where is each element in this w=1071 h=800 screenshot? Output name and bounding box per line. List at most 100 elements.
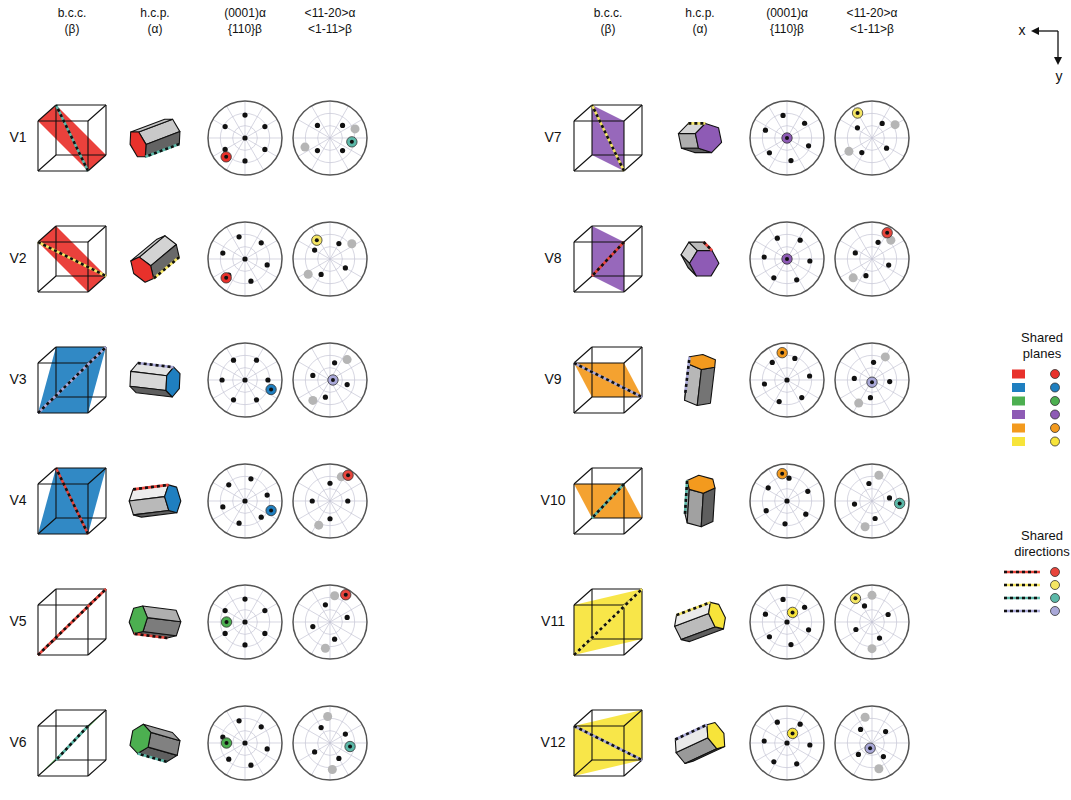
- pole-dot: [866, 481, 871, 486]
- stereo-grid-line: [298, 743, 330, 762]
- shared-pole-dot: [785, 136, 789, 140]
- stereo-grid-line: [298, 483, 330, 502]
- bcc-cube-edge: [55, 468, 56, 518]
- shared-pole-dot: [224, 276, 228, 280]
- bcc-cube-edge: [88, 105, 106, 121]
- stereo-grid-line: [293, 380, 330, 381]
- stereo-grid-line: [872, 138, 904, 157]
- bcc-cube-edge: [624, 468, 642, 484]
- variant-row: [38, 706, 367, 780]
- stereo-grid-line: [227, 106, 246, 138]
- plane-pole-swatch: [1051, 424, 1060, 433]
- shared-direction: [38, 347, 106, 413]
- variant-row: [574, 343, 909, 417]
- bcc-cube-edge: [37, 484, 38, 534]
- stereo-grid-line: [787, 622, 819, 641]
- bcc-cube-edge: [624, 155, 642, 171]
- pole-dot: [345, 382, 350, 387]
- stereo-grid-line: [213, 241, 245, 260]
- direction-pole-swatch: [1051, 581, 1060, 590]
- pole-dot: [807, 742, 812, 747]
- shared-pole-dot: [780, 351, 784, 355]
- hcp-prism: [675, 602, 726, 641]
- hcp-basal-face: [166, 367, 180, 397]
- stereo-grid-line: [872, 501, 891, 533]
- bcc-cube-edge: [624, 760, 642, 776]
- plane-swatch: [1012, 410, 1025, 419]
- bcc-cube-edge: [105, 347, 106, 397]
- stereo-grid-line: [208, 501, 245, 502]
- stereo-grid-line: [245, 585, 246, 622]
- hcp-basal-face: [165, 485, 181, 513]
- stereo-grid-line: [208, 380, 245, 381]
- bcc-plane: [574, 484, 642, 518]
- hcp-prism: [681, 242, 719, 276]
- variant-label: V4: [9, 492, 26, 509]
- pole-dot: [310, 373, 315, 378]
- pole-dot: [780, 597, 785, 602]
- variant-row: [38, 585, 367, 659]
- stereo-grid-line: [213, 501, 245, 520]
- stereo-grid-line: [245, 706, 246, 743]
- stereo-grid-line: [245, 380, 282, 381]
- direction-pole-swatch: [1051, 594, 1060, 603]
- variant-row: [574, 585, 909, 659]
- bcc-cube-edge: [38, 760, 56, 776]
- stereo-grid-line: [245, 501, 264, 533]
- stereo-grid-line: [330, 622, 367, 623]
- shared-direction: [1004, 571, 1040, 574]
- hcp-prism: [678, 123, 721, 152]
- stereo-grid-line: [330, 622, 349, 654]
- shared-direction: [688, 122, 705, 125]
- hcp-side-face: [689, 242, 712, 251]
- pole-dot: [242, 112, 247, 117]
- pole-dot: [336, 241, 341, 246]
- bcc-cube-edge: [55, 347, 56, 397]
- stereo-grid-line: [330, 106, 349, 138]
- pole-dot: [763, 612, 768, 617]
- column-header: {110}β: [228, 22, 262, 36]
- pole-dot: [877, 635, 882, 640]
- bcc-cell: [38, 468, 106, 534]
- shared-direction-dash: [38, 242, 106, 276]
- shared-pole-dot: [269, 508, 273, 512]
- bcc-cube-edge: [624, 397, 642, 413]
- grey-pole: [328, 765, 337, 774]
- stereo-grid-line: [787, 743, 824, 744]
- stereo-grid-line: [245, 343, 246, 380]
- bcc-cube-edge: [574, 533, 624, 534]
- stereo-grid-line: [293, 138, 330, 139]
- pole-dot: [248, 279, 253, 284]
- stereo-grid-line: [787, 585, 788, 622]
- stereo-primitive: [835, 222, 909, 296]
- stereo-primitive: [208, 222, 282, 296]
- stereo-grid-line: [840, 604, 872, 623]
- stereo-grid-line: [330, 259, 331, 296]
- variant-label: V5: [9, 613, 26, 630]
- pole-dot: [312, 749, 317, 754]
- bcc-cell: [574, 226, 642, 292]
- shared-direction: [685, 480, 687, 514]
- stereo-grid-line: [769, 380, 788, 412]
- shared-direction: [592, 105, 624, 171]
- bcc-cube-edge: [592, 467, 642, 468]
- stereo-grid-line: [245, 743, 282, 744]
- hcp-side-face: [675, 725, 708, 753]
- pole-dot: [763, 128, 768, 133]
- basal-pole-figure: [750, 343, 824, 417]
- bcc-cube-edge: [573, 242, 574, 292]
- bcc-cube-edge: [38, 725, 88, 726]
- bcc-cube-edge: [105, 589, 106, 639]
- shared-pole-dot: [350, 140, 354, 144]
- shared-direction-dash: [56, 105, 88, 171]
- bcc-cube-edge: [641, 468, 642, 518]
- bcc-cube-edge: [88, 710, 106, 726]
- shared-pole-ring: [777, 468, 787, 478]
- stereo-grid-line: [872, 464, 873, 501]
- stereo-grid-line: [312, 590, 331, 622]
- shared-pole-ring: [782, 254, 792, 264]
- basal-pole-figure: [208, 101, 282, 175]
- hcp-side-face: [681, 627, 723, 642]
- stereo-primitive: [835, 343, 909, 417]
- bcc-cube-edge: [574, 291, 624, 292]
